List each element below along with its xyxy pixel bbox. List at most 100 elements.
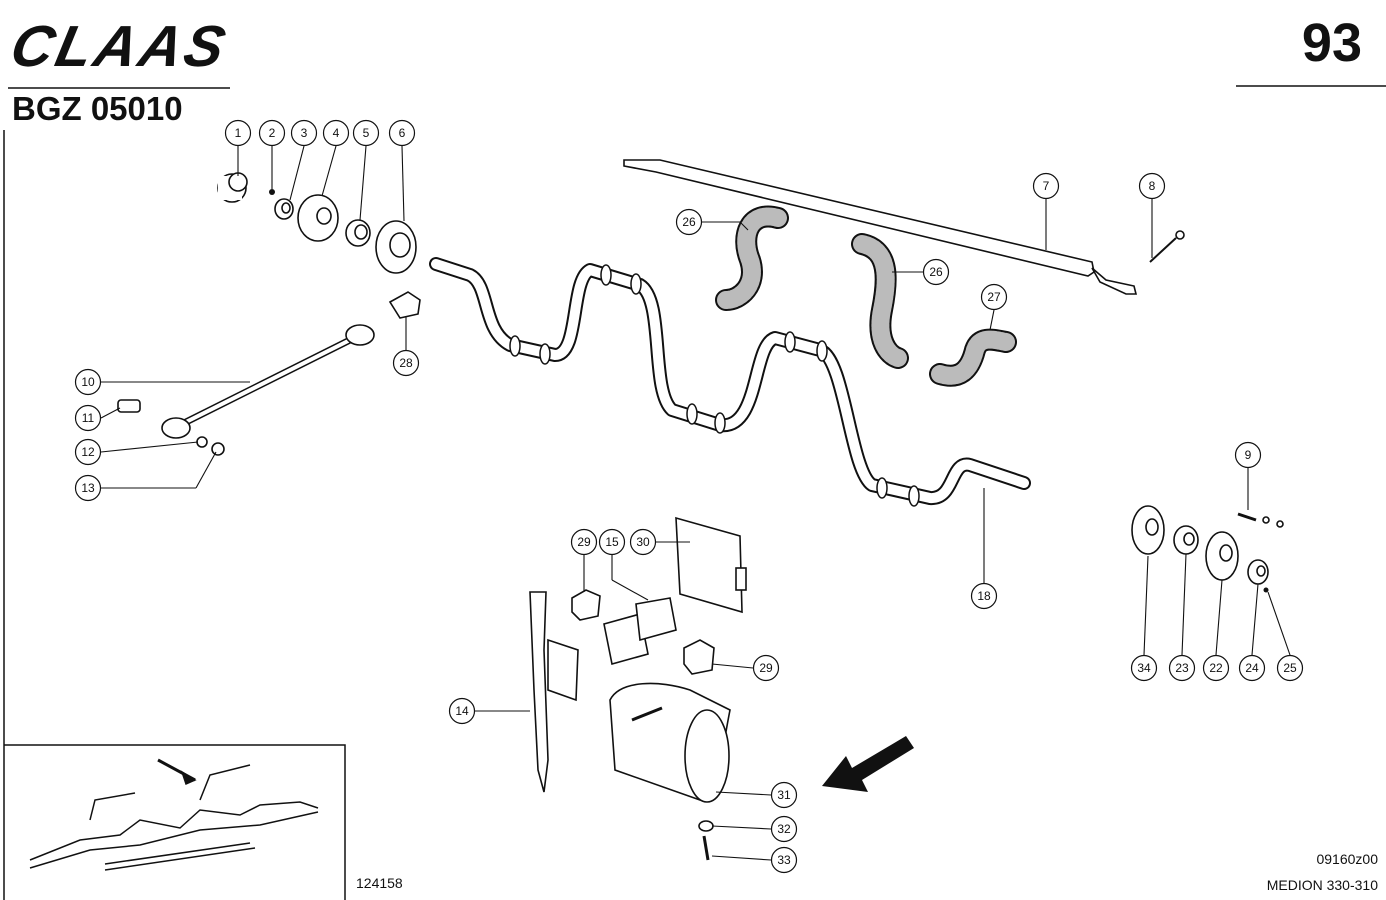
callout-25: 25 <box>1267 591 1304 682</box>
callout-3: 3 <box>289 119 318 201</box>
frame-lines <box>3 85 1386 900</box>
callout-26: 26 <box>892 258 950 286</box>
callout-number: 24 <box>1245 661 1259 675</box>
callout-9: 9 <box>1234 441 1262 510</box>
part-5-bearing <box>345 219 371 247</box>
callout-number: 11 <box>82 411 95 425</box>
part-10-rod <box>161 324 375 439</box>
part-6-flange-bearing <box>375 220 417 274</box>
part-25-ball <box>1263 587 1269 593</box>
part-29-cap-lower <box>683 639 715 675</box>
callout-number: 5 <box>363 126 370 140</box>
callout-leader-line <box>711 855 772 861</box>
part-14-knife-guide <box>529 591 579 793</box>
part-2-ball <box>269 189 275 195</box>
callout-32: 32 <box>711 815 798 843</box>
callout-leader-line <box>100 441 199 453</box>
part-26-hose-right <box>851 233 909 369</box>
callout-number: 6 <box>399 126 406 140</box>
callout-13: 13 <box>74 451 217 502</box>
callout-27: 27 <box>980 283 1008 331</box>
callout-23: 23 <box>1168 553 1196 682</box>
callout-circle <box>1130 654 1158 682</box>
part-9-screw <box>1237 512 1284 528</box>
callout-circle <box>74 404 102 432</box>
callout-7: 7 <box>1032 172 1060 250</box>
callout-circle <box>770 815 798 843</box>
part-33-screw <box>702 835 710 861</box>
callout-4: 4 <box>321 119 350 197</box>
callout-number: 27 <box>987 290 1001 304</box>
callout-circle <box>1138 172 1166 200</box>
callout-number: 1 <box>235 126 242 140</box>
page-number: 93 <box>1301 13 1362 73</box>
callout-leader-line <box>359 145 367 221</box>
callout-circle <box>74 438 102 466</box>
drawing-number: 124158 <box>356 875 403 891</box>
part-23-bearing <box>1173 525 1199 555</box>
callout-number: 34 <box>1137 661 1151 675</box>
callout-circle <box>388 119 416 147</box>
callout-22: 22 <box>1202 579 1230 682</box>
callout-circle <box>1168 654 1196 682</box>
callout-circle <box>770 781 798 809</box>
callout-29: 29 <box>570 528 598 592</box>
callout-circle <box>598 528 626 556</box>
part-34-flange <box>1131 505 1165 555</box>
part-24-bushing <box>1247 559 1269 585</box>
callout-circle <box>1234 441 1262 469</box>
callout-circle <box>770 846 798 874</box>
callout-1: 1 <box>224 119 252 176</box>
callout-number: 12 <box>81 445 95 459</box>
callout-circle <box>1276 654 1304 682</box>
part-32-washer <box>698 820 714 832</box>
callout-circle <box>1238 654 1266 682</box>
callout-33: 33 <box>711 846 798 874</box>
part-8-bolt <box>1149 230 1185 263</box>
part-13-nut <box>211 442 225 456</box>
callout-leader-line <box>739 221 749 231</box>
callout-8: 8 <box>1138 172 1166 258</box>
group-code: BGZ 05010 <box>12 90 183 127</box>
image-reference: 09160z00 <box>1316 851 1378 867</box>
callout-34: 34 <box>1130 555 1158 682</box>
callout-number: 4 <box>333 126 340 140</box>
part-28-clip <box>388 291 421 319</box>
callout-circle <box>1032 172 1060 200</box>
callout-leader-line <box>711 825 772 830</box>
callout-number: 15 <box>605 535 619 549</box>
callout-number: 29 <box>759 661 773 675</box>
callout-circle <box>980 283 1008 311</box>
part-26-hose-left <box>715 205 789 311</box>
callout-5: 5 <box>352 119 380 221</box>
callout-circle <box>629 528 657 556</box>
callout-leader-line <box>289 145 305 201</box>
callout-leader-line <box>1267 591 1291 656</box>
location-inset-sketch <box>29 758 319 871</box>
part-15-blocks <box>603 597 677 666</box>
part-29-cap-upper <box>571 589 601 621</box>
model-label: MEDION 330-310 <box>1266 877 1378 893</box>
callout-number: 22 <box>1209 661 1223 675</box>
callout-circle <box>675 208 703 236</box>
callout-number: 18 <box>977 589 991 603</box>
callout-circle <box>570 528 598 556</box>
callout-2: 2 <box>258 119 286 189</box>
part-31-sleeve <box>609 682 731 803</box>
callout-24: 24 <box>1238 583 1266 682</box>
part-22-flange <box>1205 531 1239 581</box>
callout-29: 29 <box>711 654 780 682</box>
callout-leader-line <box>1215 579 1223 656</box>
callout-number: 8 <box>1149 179 1156 193</box>
callout-10: 10 <box>74 368 250 396</box>
callout-number: 14 <box>455 704 469 718</box>
callout-leader-line <box>989 309 995 331</box>
callout-circle <box>1202 654 1230 682</box>
part-3-ring <box>274 198 294 220</box>
part-30-bracket-plate <box>675 516 747 614</box>
callout-30: 30 <box>629 528 690 556</box>
callout-circle <box>224 119 252 147</box>
